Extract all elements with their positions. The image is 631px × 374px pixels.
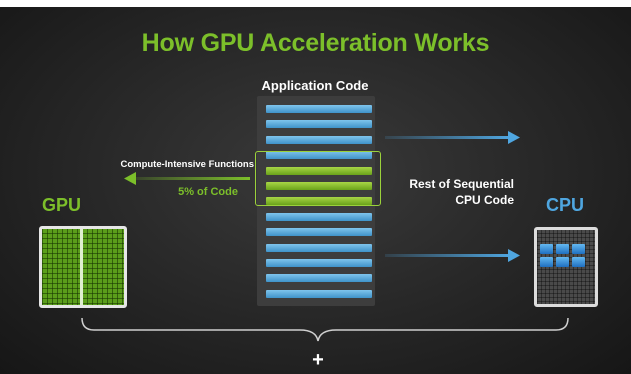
cpu-code-block — [266, 213, 372, 221]
cpu-code-block — [266, 228, 372, 236]
cpu-core — [572, 244, 585, 254]
slide-title: How GPU Acceleration Works — [141, 29, 490, 57]
rest-of-code-line2: CPU Code — [455, 193, 514, 207]
cpu-core — [556, 257, 569, 267]
gpu-functions-highlight — [255, 151, 381, 206]
cpu-core — [572, 257, 585, 267]
rest-of-code-line1: Rest of Sequential — [409, 177, 514, 191]
percent-of-code-label: 5% of Code — [178, 186, 238, 198]
cpu-code-block — [266, 136, 372, 144]
gpu-code-block — [266, 197, 372, 205]
cpu-code-block — [266, 274, 372, 282]
gpu-code-block — [266, 182, 372, 190]
cpu-core — [556, 244, 569, 254]
cpu-label: CPU — [546, 195, 585, 215]
cpu-code-block — [266, 290, 372, 298]
cpu-core — [540, 244, 553, 254]
cpu-core — [540, 257, 553, 267]
gpu-code-block — [266, 167, 372, 175]
cpu-code-block — [266, 244, 372, 252]
gpu-chip-icon — [39, 226, 127, 308]
application-code-label: Application Code — [261, 78, 369, 93]
gpu-label: GPU — [42, 195, 82, 215]
cpu-code-block — [266, 259, 372, 267]
gpu-chip-divider — [80, 229, 83, 305]
cpu-code-block — [266, 105, 372, 113]
compute-intensive-functions-label: Compute-Intensive Functions — [120, 159, 254, 170]
cpu-chip-icon — [534, 227, 598, 307]
cpu-code-block — [266, 120, 372, 128]
rest-of-code-label: Rest of Sequential CPU Code — [396, 176, 514, 208]
cpu-code-block — [266, 151, 372, 159]
